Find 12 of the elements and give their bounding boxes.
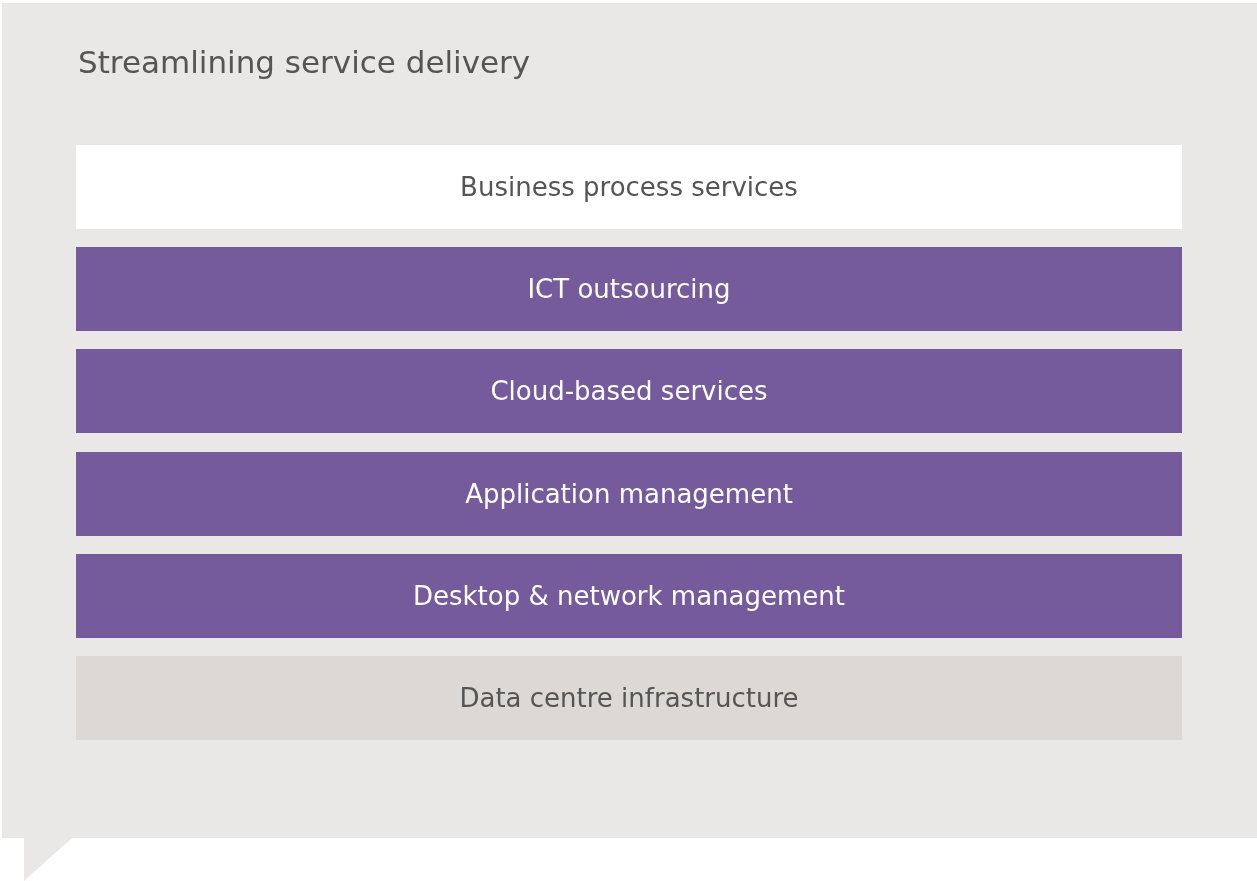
layer-label: Application management (465, 479, 793, 509)
layer-label: ICT outsourcing (527, 274, 731, 304)
layer-band (76, 247, 1182, 331)
layer-band (76, 349, 1182, 433)
layer-band (76, 554, 1182, 638)
layer-label: Business process services (460, 172, 798, 202)
layer-label: Desktop & network management (412, 581, 845, 611)
diagram-title: Streamlining service delivery (78, 44, 531, 80)
layer-band (76, 145, 1182, 229)
layer-label: Data centre infrastructure (459, 683, 799, 713)
layer-band (76, 452, 1182, 536)
layer-label: Cloud-based services (490, 376, 768, 406)
